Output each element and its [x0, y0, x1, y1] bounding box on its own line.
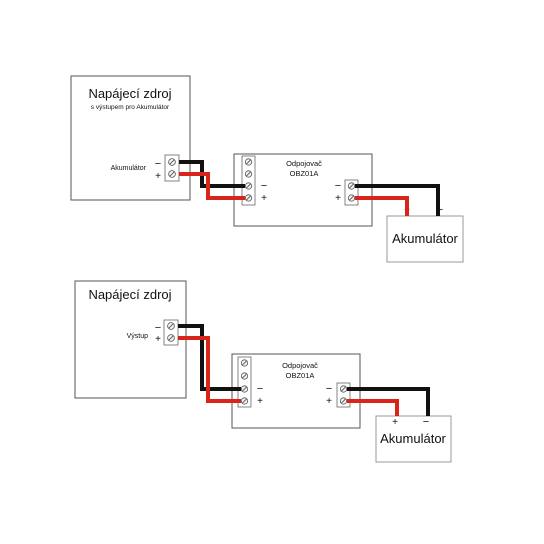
bottom-wire-negative-battery	[347, 387, 430, 416]
bottom-disconnector-input-terminal	[237, 356, 252, 408]
top-diagram: Napájecí zdroj s výstupem pro Akumulátor…	[70, 75, 464, 263]
bottom-disconnector-in-plus-sign: +	[257, 396, 263, 407]
top-power-supply-terminal-block	[164, 154, 180, 182]
top-disconnector-name: Odpojovač	[286, 159, 322, 168]
bottom-battery-label: Akumulátor	[380, 431, 446, 446]
top-disconnector-input-terminal	[241, 155, 256, 206]
bottom-power-supply-output-label: Výstup	[127, 333, 149, 340]
bottom-wire-positive-battery	[347, 399, 399, 416]
bottom-power-supply-plus-sign: +	[155, 334, 161, 345]
bottom-wire-negative-psu	[178, 324, 241, 391]
top-wire-negative-battery	[355, 184, 440, 216]
bottom-battery-minus-sign: −	[423, 416, 429, 428]
top-disconnector-out-plus-sign: +	[335, 193, 341, 204]
bottom-battery-plus-sign: +	[392, 417, 398, 428]
bottom-disconnector-out-minus-sign: −	[326, 383, 332, 395]
top-power-supply-plus-sign: +	[155, 171, 161, 182]
top-wire-positive-psu	[179, 172, 245, 200]
bottom-disconnector-out-plus-sign: +	[326, 396, 332, 407]
top-disconnector-in-minus-sign: −	[261, 180, 267, 192]
bottom-wire-positive-psu	[178, 336, 241, 403]
bottom-disconnector-in-minus-sign: −	[257, 383, 263, 395]
bottom-disconnector-name: Odpojovač	[282, 361, 318, 370]
top-power-supply-subtitle: s výstupem pro Akumulátor	[91, 104, 170, 111]
top-battery-label: Akumulátor	[392, 231, 458, 246]
bottom-disconnector-model: OBZ01A	[286, 371, 315, 380]
top-disconnector-output-terminal	[344, 179, 359, 206]
bottom-power-supply-minus-sign: −	[155, 322, 161, 334]
top-power-supply-minus-sign: −	[155, 158, 161, 170]
bottom-power-supply-terminal-block	[163, 319, 179, 346]
top-disconnector-model: OBZ01A	[290, 169, 319, 178]
top-power-supply-title: Napájecí zdroj	[88, 86, 171, 101]
top-power-supply-output-label: Akumulátor	[111, 165, 147, 172]
top-wire-positive-battery	[355, 196, 409, 216]
bottom-diagram: Napájecí zdroj Výstup − + Odpojovač OBZ0…	[74, 280, 452, 463]
top-battery-box	[386, 215, 464, 263]
bottom-battery-box	[375, 415, 452, 463]
bottom-disconnector-output-terminal	[336, 382, 351, 408]
top-disconnector-in-plus-sign: +	[261, 193, 267, 204]
bottom-power-supply-title: Napájecí zdroj	[88, 287, 171, 302]
top-disconnector-out-minus-sign: −	[335, 180, 341, 192]
